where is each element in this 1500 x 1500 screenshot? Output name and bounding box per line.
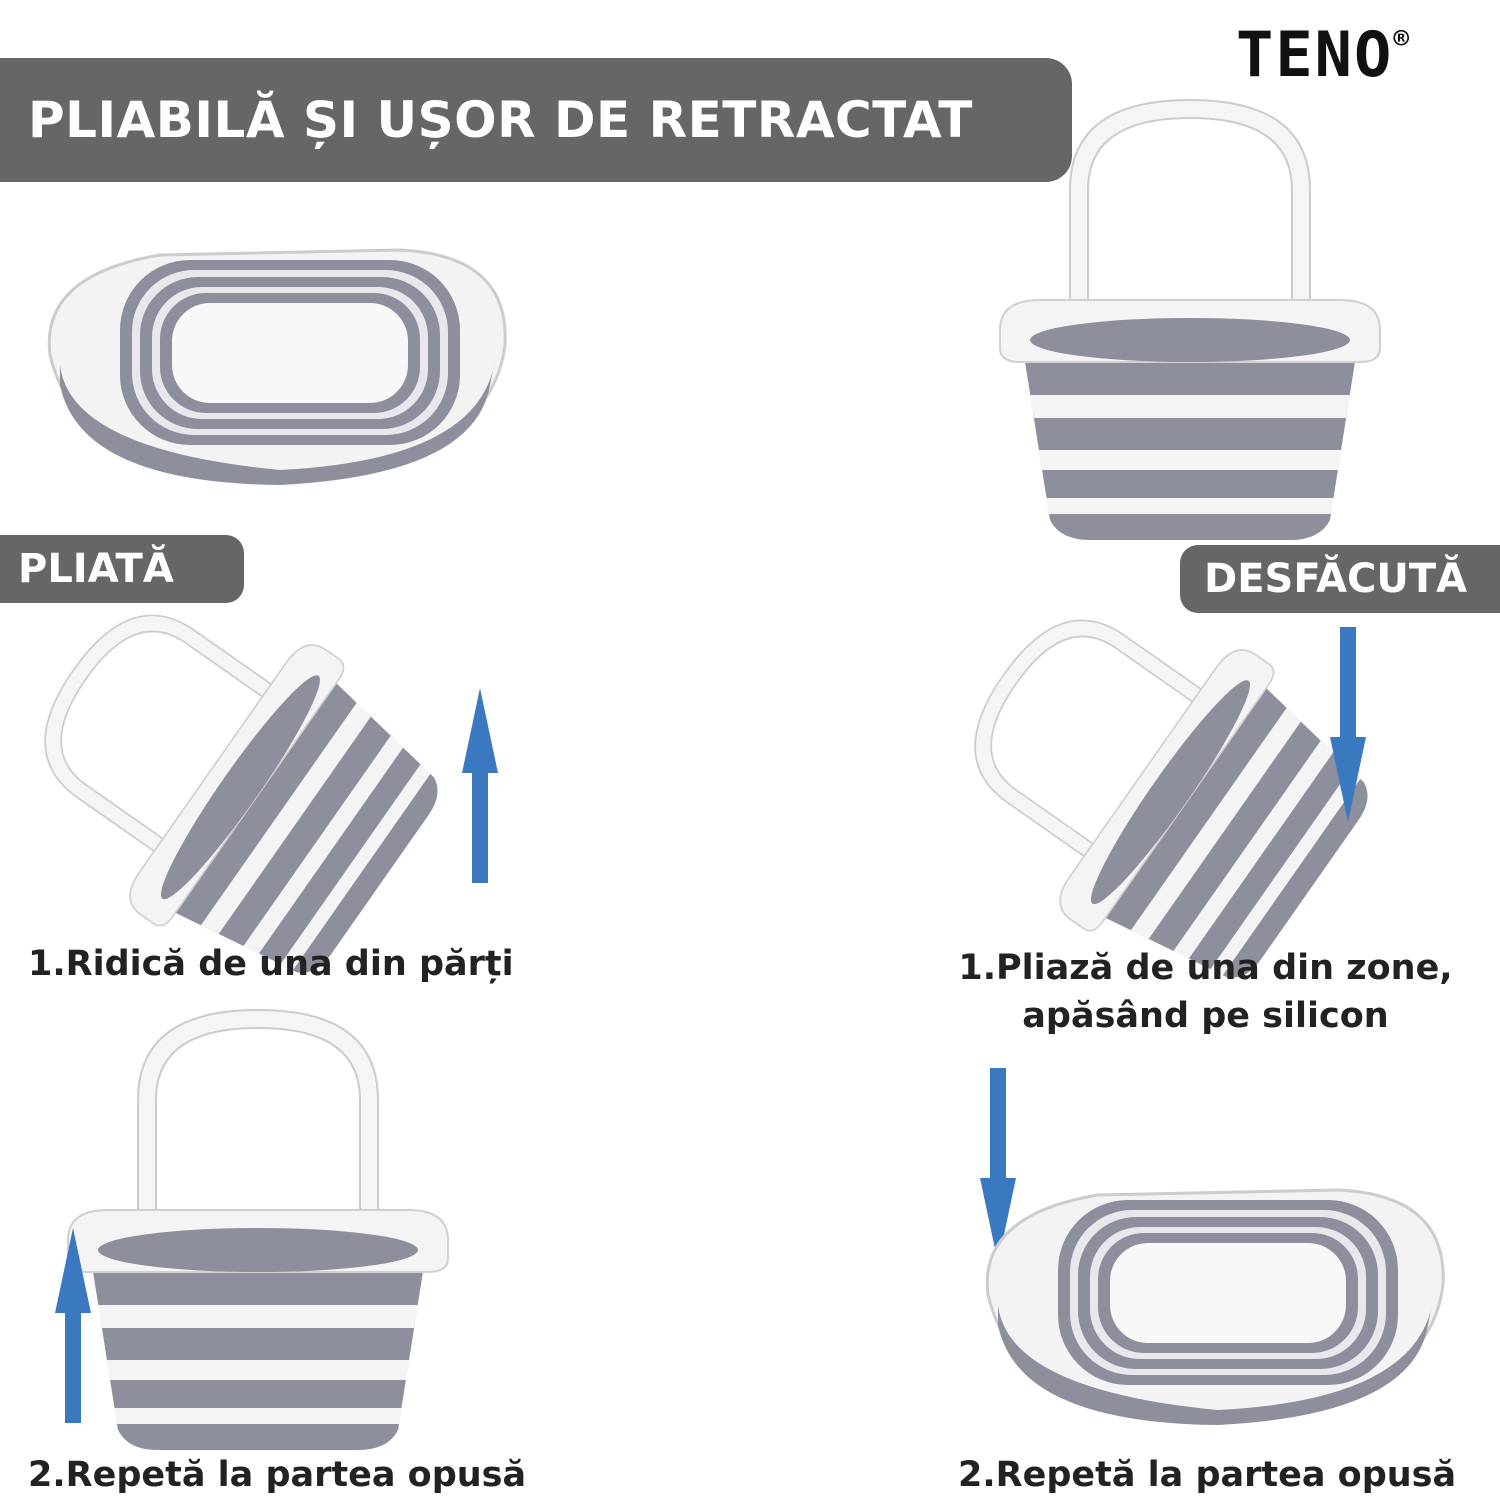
upright-bucket-image <box>999 99 1381 541</box>
arrow-up-icon <box>462 688 498 883</box>
unfolded-step-1-line-1: 1.Pliază de una din zone, <box>958 948 1453 988</box>
unfolded-step-1: 1.Pliază de una din zone, apăsând pe sil… <box>958 944 1453 1040</box>
folded-basin-image <box>985 1188 1445 1427</box>
unfolded-step-1-line-2: apăsând pe silicon <box>1022 996 1389 1036</box>
arrow-down-icon <box>1330 627 1366 822</box>
folded-step-1: 1.Ridică de una din părți <box>28 944 514 984</box>
arrow-up-icon <box>55 1228 91 1423</box>
tilted-bucket-image <box>0 537 474 1018</box>
upright-bucket-image <box>67 1009 449 1451</box>
page-title-banner: PLIABILĂ ȘI UȘOR DE RETRACTAT <box>0 58 1072 182</box>
brand-logo: TENO® <box>1236 18 1411 91</box>
registered-mark: ® <box>1393 24 1411 54</box>
logo-text: TENO <box>1236 18 1394 91</box>
folded-basin-image <box>47 248 507 487</box>
unfolded-badge: DESFĂCUTĂ <box>1180 545 1500 613</box>
unfolded-step-2: 2.Repetă la partea opusă <box>958 1455 1457 1495</box>
folded-badge: PLIATĂ <box>0 535 244 603</box>
tilted-bucket-image <box>909 542 1404 1023</box>
folded-step-2: 2.Repetă la partea opusă <box>28 1455 527 1495</box>
